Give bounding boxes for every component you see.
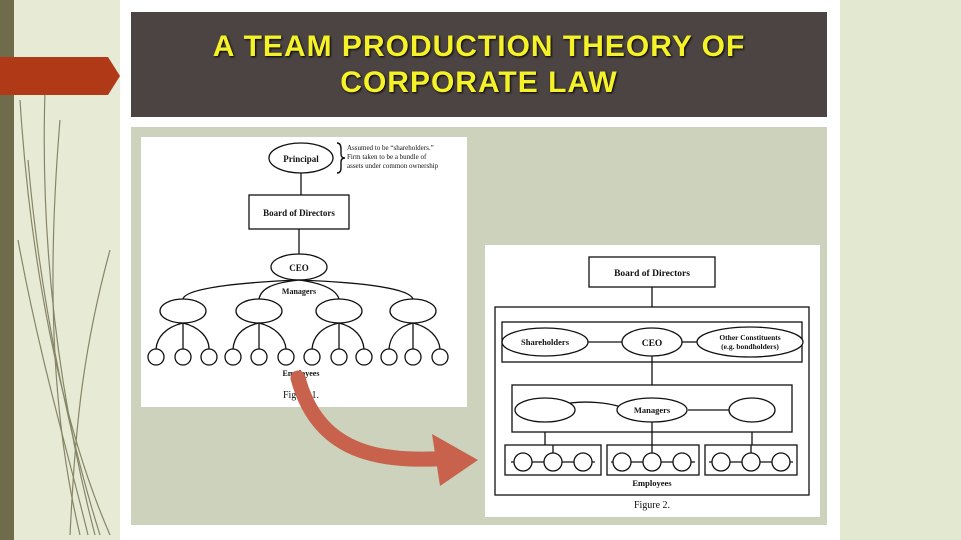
- employee-node: [147, 348, 165, 366]
- figure-2-caption: Figure 2.: [634, 500, 670, 511]
- f2-manager-node: [514, 397, 576, 423]
- other-constituents-node: [696, 326, 804, 358]
- figure-1-caption: Figure 1.: [283, 390, 319, 401]
- f2-outer-box: [494, 306, 810, 496]
- manager-node: [159, 298, 207, 324]
- other-constituents-line-2: (e.g. bondholders): [721, 342, 779, 351]
- f2-board-label: Board of Directors: [614, 269, 690, 279]
- f2-employee-node: [642, 452, 662, 472]
- left-accent-band: [0, 0, 14, 540]
- employee-node: [380, 348, 398, 366]
- principal-note-line-1: Assumed to be “shareholders.”: [347, 144, 434, 152]
- slide-marker-arrow: [0, 57, 120, 95]
- f2-employees-label: Employees: [632, 478, 672, 488]
- ceo-label: CEO: [289, 263, 309, 273]
- f2-employee-group-box: [606, 444, 700, 476]
- employee-node: [431, 348, 449, 366]
- f2-employee-node: [711, 452, 731, 472]
- slide-title-line-1: A TEAM PRODUCTION THEORY OF: [212, 29, 746, 63]
- f2-employee-node: [543, 452, 563, 472]
- f2-employee-node: [612, 452, 632, 472]
- f2-employee-node: [741, 452, 761, 472]
- f2-managers-label: Managers: [634, 405, 671, 415]
- f2-employee-node: [513, 452, 533, 472]
- employee-node: [404, 348, 422, 366]
- principal-note-line-2: Firm taken to be a bundle of: [347, 153, 427, 161]
- f2-ceo-label: CEO: [642, 339, 663, 349]
- employee-node: [250, 348, 268, 366]
- other-constituents-line-1: Other Constituents: [719, 333, 780, 342]
- f2-employee-node: [771, 452, 791, 472]
- manager-node: [315, 298, 363, 324]
- f2-employee-node: [672, 452, 692, 472]
- employee-node: [224, 348, 242, 366]
- board-label: Board of Directors: [263, 208, 335, 218]
- decorative-curves: [0, 57, 120, 536]
- employee-node: [303, 348, 321, 366]
- board-node: [248, 194, 350, 230]
- f2-employee-node: [573, 452, 593, 472]
- f2-manager-node: [728, 397, 776, 423]
- shareholders-label: Shareholders: [521, 337, 570, 347]
- principal-note-line-3: assets under common ownership: [347, 162, 439, 170]
- figure-1-hierarchy: Principal Assumed to be “shareholders.” …: [141, 137, 467, 407]
- manager-node: [389, 298, 437, 324]
- principal-label: Principal: [283, 154, 319, 164]
- employee-node: [330, 348, 348, 366]
- figure-2-team-production: Board of Directors Shareholders CEO Othe…: [485, 245, 820, 517]
- employee-node: [277, 348, 295, 366]
- manager-node: [235, 298, 283, 324]
- right-decorative-panel: [840, 0, 961, 540]
- employee-node: [200, 348, 218, 366]
- employee-node: [174, 348, 192, 366]
- shareholders-node: [501, 327, 589, 357]
- slide-title-line-2: CORPORATE LAW: [340, 65, 618, 99]
- employee-node: [355, 348, 373, 366]
- managers-label: Managers: [282, 287, 316, 296]
- employees-label: Employees: [283, 369, 320, 378]
- title-bar: A TEAM PRODUCTION THEORY OF CORPORATE LA…: [131, 12, 827, 117]
